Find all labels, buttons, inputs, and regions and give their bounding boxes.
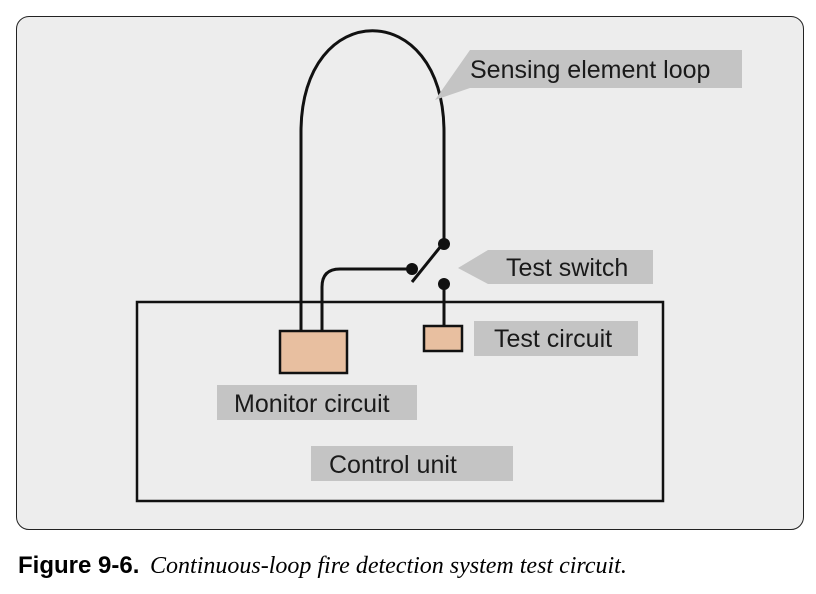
test-switch-blade bbox=[410, 245, 443, 283]
test-circuit-box bbox=[422, 324, 464, 353]
test-switch-tag: Test switch bbox=[458, 250, 653, 284]
sensing-element-loop-tag: Sensing element loop bbox=[435, 50, 742, 100]
figure-number: Figure 9-6. bbox=[18, 552, 140, 579]
switch-contact-top bbox=[438, 238, 450, 250]
control-unit-box bbox=[135, 300, 665, 503]
figure-caption-text: Continuous-loop fire detection system te… bbox=[150, 553, 627, 579]
monitor-circuit-box bbox=[278, 329, 349, 375]
figure-caption: Figure 9-6. Continuous-loop fire detecti… bbox=[18, 552, 627, 580]
monitor-return-wire bbox=[320, 267, 412, 331]
test-circuit-label: Test circuit bbox=[494, 325, 612, 353]
test-switch-label: Test switch bbox=[506, 254, 628, 282]
sensing-element-loop-label: Sensing element loop bbox=[470, 56, 710, 84]
switch-contact-left bbox=[406, 263, 418, 275]
control-unit-label: Control unit bbox=[329, 451, 457, 479]
test-circuit-tag: Test circuit bbox=[474, 321, 638, 356]
monitor-circuit-tag: Monitor circuit bbox=[217, 385, 417, 420]
control-unit-tag: Control unit bbox=[311, 446, 513, 481]
monitor-circuit-label: Monitor circuit bbox=[234, 390, 390, 418]
